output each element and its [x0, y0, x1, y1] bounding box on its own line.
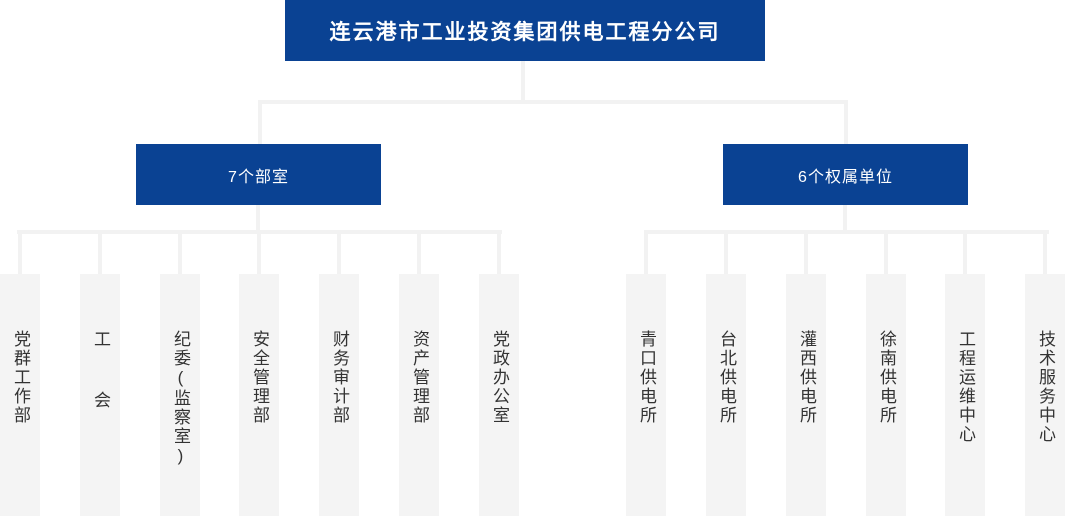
leaf-node-label: 技术服务中心 [1036, 330, 1055, 444]
connector-level2-riser-left [258, 100, 262, 148]
connector-level2-bus [258, 100, 848, 104]
connector-department-riser-1 [18, 230, 22, 274]
connector-department-riser-7 [497, 230, 501, 274]
connector-affiliated-unit-riser-2 [724, 230, 728, 274]
leaf-node-label: 纪委(监察室) [171, 330, 190, 467]
leaf-node-label: 资产管理部 [410, 330, 429, 425]
branch-node-departments[interactable]: 7个部室 [136, 144, 381, 205]
leaf-node-affiliated-unit-4[interactable]: 徐南供电所 [866, 274, 906, 516]
leaf-node-department-3[interactable]: 纪委(监察室) [160, 274, 200, 516]
leaf-node-label: 台北供电所 [717, 330, 736, 425]
leaf-node-label: 工程运维中心 [956, 330, 975, 444]
leaf-node-affiliated-unit-2[interactable]: 台北供电所 [706, 274, 746, 516]
connector-trunk-drop [521, 61, 525, 101]
connector-affiliated-unit-riser-3 [804, 230, 808, 274]
leaf-node-department-5[interactable]: 财务审计部 [319, 274, 359, 516]
leaf-node-label: 徐南供电所 [877, 330, 896, 425]
connector-department-riser-3 [178, 230, 182, 274]
leaf-node-department-7[interactable]: 党政办公室 [479, 274, 519, 516]
connector-right-bus [645, 230, 1049, 234]
connector-department-riser-2 [98, 230, 102, 274]
leaf-node-label: 灌西供电所 [797, 330, 816, 425]
connector-right-drop [843, 205, 847, 234]
leaf-node-affiliated-unit-1[interactable]: 青口供电所 [626, 274, 666, 516]
leaf-node-label: 青口供电所 [637, 330, 656, 425]
connector-left-drop [256, 205, 260, 234]
branch-node-affiliated-units[interactable]: 6个权属单位 [723, 144, 968, 205]
leaf-node-affiliated-unit-5[interactable]: 工程运维中心 [945, 274, 985, 516]
root-node-company[interactable]: 连云港市工业投资集团供电工程分公司 [285, 0, 765, 61]
connector-level2-riser-right [844, 100, 848, 148]
leaf-node-label: 党群工作部 [11, 330, 30, 425]
connector-department-riser-4 [257, 230, 261, 274]
leaf-node-department-6[interactable]: 资产管理部 [399, 274, 439, 516]
connector-affiliated-unit-riser-6 [1043, 230, 1047, 274]
connector-affiliated-unit-riser-4 [884, 230, 888, 274]
leaf-node-department-1[interactable]: 党群工作部 [0, 274, 40, 516]
connector-department-riser-5 [337, 230, 341, 274]
leaf-node-affiliated-unit-6[interactable]: 技术服务中心 [1025, 274, 1065, 516]
leaf-node-label: 工 会 [91, 330, 110, 410]
leaf-node-department-2[interactable]: 工 会 [80, 274, 120, 516]
connector-affiliated-unit-riser-5 [963, 230, 967, 274]
connector-department-riser-6 [417, 230, 421, 274]
leaf-node-department-4[interactable]: 安全管理部 [239, 274, 279, 516]
leaf-node-label: 党政办公室 [490, 330, 509, 425]
leaf-node-label: 安全管理部 [250, 330, 269, 425]
connector-affiliated-unit-riser-1 [644, 230, 648, 274]
leaf-node-affiliated-unit-3[interactable]: 灌西供电所 [786, 274, 826, 516]
leaf-node-label: 财务审计部 [330, 330, 349, 425]
